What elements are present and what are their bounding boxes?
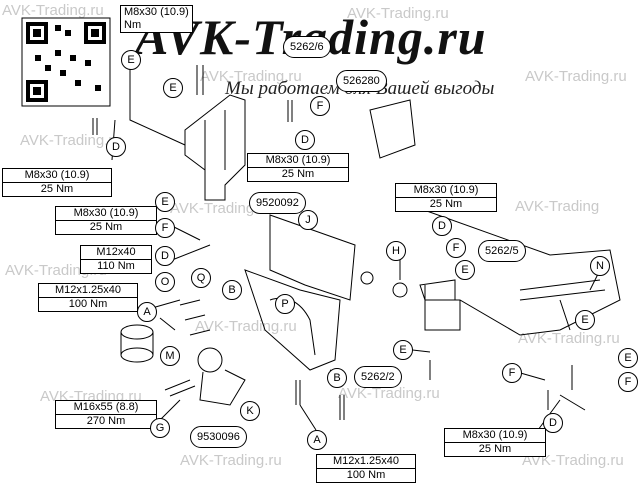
callout: A bbox=[137, 302, 157, 322]
callout: B bbox=[222, 280, 242, 300]
watermark: AVK-Trading bbox=[515, 198, 600, 215]
spec-torque: Nm bbox=[124, 19, 142, 31]
watermark: AVK-Trading.ru bbox=[2, 2, 104, 19]
part-number: 5262/5 bbox=[478, 240, 526, 262]
part-number: 9530096 bbox=[190, 426, 247, 448]
spec-torque: 270 Nm bbox=[86, 415, 126, 427]
spec-bolt: M8x30 (10.9) bbox=[124, 6, 189, 18]
spec-label: M8x30 (10.9)25 Nm bbox=[395, 183, 497, 212]
callout: F bbox=[310, 96, 330, 116]
callout: D bbox=[432, 216, 452, 236]
callout: F bbox=[618, 372, 638, 392]
watermark: AVK-Trading.ru bbox=[525, 68, 627, 85]
spec-bolt: M8x30 (10.9) bbox=[396, 184, 496, 198]
part-number: 5262/6 bbox=[283, 36, 331, 58]
watermark: AVK-Trading.ru bbox=[522, 452, 624, 469]
spec-bolt: M8x30 (10.9) bbox=[3, 169, 111, 183]
spec-bolt: M8x30 (10.9) bbox=[56, 207, 156, 221]
watermark: AVK-Trading.ru bbox=[195, 318, 297, 335]
spec-torque: 25 Nm bbox=[89, 221, 123, 233]
callout: D bbox=[295, 130, 315, 150]
part-number: 526280 bbox=[336, 70, 387, 92]
callout: F bbox=[502, 363, 522, 383]
spec-label: M8x30 (10.9)25 Nm bbox=[247, 153, 349, 182]
part-number: 5262/2 bbox=[354, 366, 402, 388]
spec-bolt: M12x40 bbox=[81, 246, 151, 260]
spec-torque: 110 Nm bbox=[97, 260, 135, 272]
callout: G bbox=[150, 418, 170, 438]
spec-label: M8x30 (10.9)25 Nm bbox=[55, 206, 157, 235]
callout: E bbox=[163, 78, 183, 98]
callout: E bbox=[121, 50, 141, 70]
watermark: AVK-Trading.ru bbox=[200, 68, 302, 85]
callout: E bbox=[455, 260, 475, 280]
callout: M bbox=[160, 346, 180, 366]
callout: E bbox=[393, 340, 413, 360]
spec-bolt: M8x30 (10.9) bbox=[248, 154, 348, 168]
spec-torque: 25 Nm bbox=[429, 198, 463, 210]
callout: F bbox=[446, 238, 466, 258]
part-number: 9520092 bbox=[249, 192, 306, 214]
callout: K bbox=[240, 401, 260, 421]
watermark: AVK-Trading.ru bbox=[170, 200, 272, 217]
spec-bolt: M16x55 (8.8) bbox=[56, 401, 156, 415]
spec-torque: 100 Nm bbox=[68, 298, 108, 310]
watermark: AVK-Trading.ru bbox=[518, 330, 620, 347]
callout: E bbox=[618, 348, 638, 368]
spec-bolt: M12x1.25x40 bbox=[317, 455, 415, 469]
spec-torque: 25 Nm bbox=[281, 168, 315, 180]
callout: D bbox=[543, 413, 563, 433]
callout: F bbox=[155, 218, 175, 238]
callout: A bbox=[307, 430, 327, 450]
callout: E bbox=[575, 310, 595, 330]
spec-torque: 100 Nm bbox=[346, 469, 386, 481]
watermark: AVK-Trading.ru bbox=[20, 132, 122, 149]
callout: O bbox=[155, 272, 175, 292]
spec-label-top: M8x30 (10.9) Nm bbox=[120, 5, 193, 33]
spec-bolt: M8x30 (10.9) bbox=[445, 429, 545, 443]
spec-label: M8x30 (10.9)25 Nm bbox=[2, 168, 112, 197]
spec-torque: 25 Nm bbox=[40, 183, 74, 195]
callout: Q bbox=[191, 268, 211, 288]
callout: H bbox=[386, 241, 406, 261]
watermark: AVK-Trading.ru bbox=[338, 385, 440, 402]
callout: P bbox=[275, 294, 295, 314]
callout: J bbox=[298, 210, 318, 230]
spec-torque: 25 Nm bbox=[478, 443, 512, 455]
watermark: AVK-Trading.ru bbox=[180, 452, 282, 469]
callout: N bbox=[590, 256, 610, 276]
spec-bolt: M12x1.25x40 bbox=[39, 284, 137, 298]
watermark: AVK-Trading.ru bbox=[347, 5, 449, 22]
callout: D bbox=[106, 137, 126, 157]
spec-label: M8x30 (10.9)25 Nm bbox=[444, 428, 546, 457]
spec-label: M16x55 (8.8)270 Nm bbox=[55, 400, 157, 429]
qr-code bbox=[21, 17, 111, 107]
callout: D bbox=[155, 246, 175, 266]
callout: B bbox=[327, 368, 347, 388]
callout: E bbox=[155, 192, 175, 212]
